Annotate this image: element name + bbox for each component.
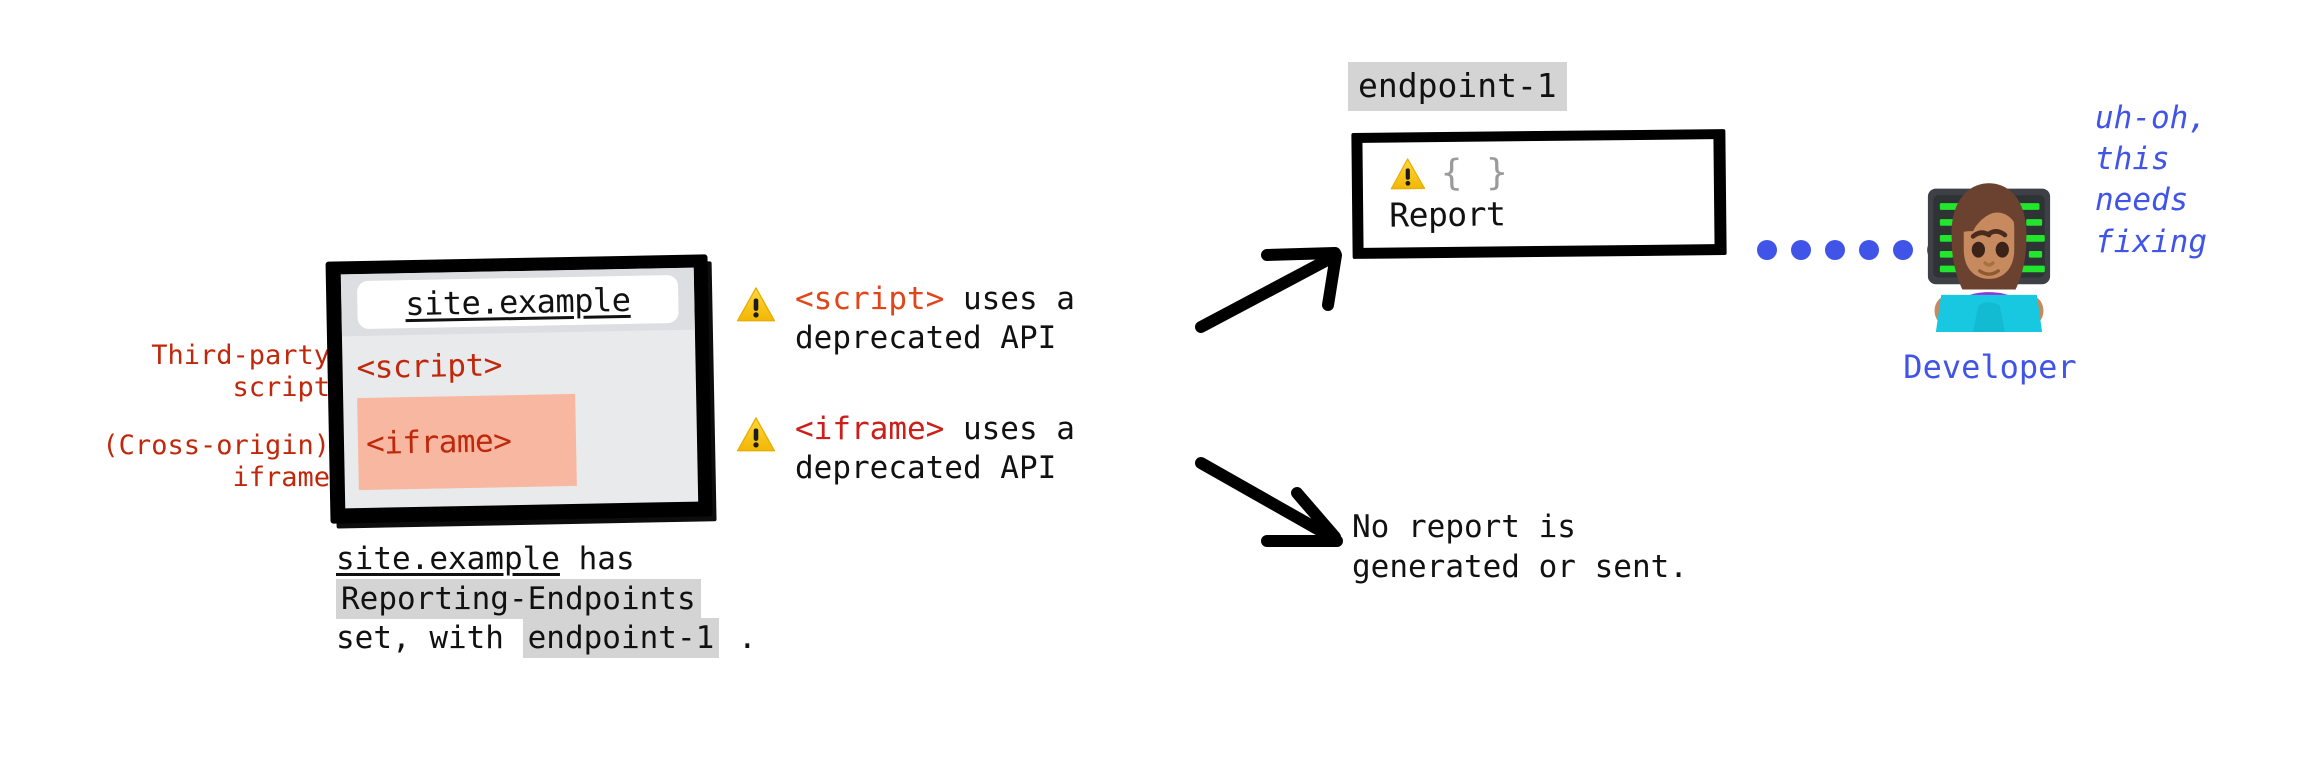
report-icon-row: { }	[1389, 152, 1714, 195]
browser-caption: site.example has Reporting-Endpoints set…	[336, 540, 757, 659]
caption-line-3: set, with endpoint-1 .	[336, 618, 757, 659]
warning-script-line-1: <script> uses a	[795, 280, 1075, 319]
developer-speech-line-4: fixing	[2095, 223, 2207, 260]
connector-dot	[1757, 240, 1777, 260]
warning-triangle-icon	[736, 287, 776, 322]
warning-iframe-tagname: <iframe>	[795, 411, 945, 447]
browser-window: site.example <script> <iframe>	[325, 254, 713, 524]
caption-line-3-pre: set, with	[336, 620, 523, 657]
script-tag-text: <script>	[356, 347, 503, 387]
cross-origin-iframe-label: (Cross-origin) iframe	[60, 430, 330, 494]
caption-site-link: site.example	[336, 541, 560, 577]
url-bar[interactable]: site.example	[356, 274, 679, 330]
json-braces-icon: { }	[1440, 152, 1510, 195]
warning-triangle-icon	[736, 417, 776, 452]
browser-viewport: <script> <iframe>	[342, 330, 698, 491]
cross-origin-iframe-label-line-1: (Cross-origin)	[102, 429, 330, 461]
caption-line-3-post: .	[719, 620, 757, 657]
arrow-to-no-report-icon	[1195, 457, 1343, 547]
warning-row-iframe: <iframe> uses a deprecated API	[735, 410, 1075, 488]
warning-iframe-rest: uses a	[944, 411, 1075, 447]
developer-speech: uh-oh, this needs fixing	[2095, 98, 2207, 263]
no-report-line-1: No report is	[1352, 509, 1576, 545]
developer-speech-line-1: uh-oh,	[2095, 100, 2207, 136]
no-report-line-2: generated or sent.	[1352, 548, 1688, 585]
report-label: Report	[1389, 194, 1506, 235]
arrow-to-report-icon	[1195, 247, 1342, 333]
third-party-script-label: Third-party script	[60, 340, 330, 404]
warning-text-script: <script> uses a deprecated API	[795, 280, 1075, 358]
warning-row-script: <script> uses a deprecated API	[735, 280, 1075, 358]
developer-speech-line-3: needs	[2095, 182, 2189, 219]
third-party-script-label-line-2: script	[232, 371, 330, 403]
caption-reporting-endpoints-code: Reporting-Endpoints	[336, 578, 701, 619]
cross-origin-iframe-label-line-2: iframe	[232, 461, 330, 493]
connector-dot	[1825, 240, 1845, 260]
developer-figure	[1898, 162, 2080, 332]
report-box-content: { } Report	[1362, 139, 1715, 248]
warning-script-rest: uses a	[944, 281, 1075, 317]
iframe-tag-text: <iframe>	[365, 423, 512, 462]
warning-iframe-line-1: <iframe> uses a	[795, 410, 1075, 449]
warning-text-iframe: <iframe> uses a deprecated API	[795, 410, 1075, 488]
caption-line-1: site.example has	[336, 540, 757, 580]
caption-endpoint-code: endpoint-1	[522, 618, 720, 659]
third-party-script-label-line-1: Third-party	[151, 340, 330, 371]
warning-script-tagname: <script>	[795, 281, 945, 317]
no-report-text: No report is generated or sent.	[1352, 508, 1688, 587]
connector-dot	[1893, 240, 1913, 260]
developer-speech-line-2: this	[2095, 141, 2170, 178]
developer-label: Developer	[1903, 348, 2077, 386]
warning-iframe-line-2: deprecated API	[795, 449, 1057, 486]
browser-window-content: site.example <script> <iframe>	[340, 267, 699, 509]
browser-chrome: site.example	[340, 267, 695, 337]
woman-technologist-emoji	[1927, 183, 2051, 332]
connector-dot	[1791, 240, 1811, 260]
iframe-region: <iframe>	[357, 393, 577, 491]
warning-triangle-icon	[1390, 158, 1426, 190]
caption-line-2: Reporting-Endpoints	[336, 578, 757, 620]
caption-line-1-rest: has	[559, 541, 635, 577]
report-box: { } Report	[1351, 129, 1727, 259]
warning-script-line-2: deprecated API	[795, 319, 1057, 356]
url-text: site.example	[404, 280, 631, 324]
endpoint-badge: endpoint-1	[1348, 62, 1567, 111]
connector-dot	[1859, 240, 1879, 260]
source-labels: Third-party script (Cross-origin) iframe	[60, 340, 330, 493]
